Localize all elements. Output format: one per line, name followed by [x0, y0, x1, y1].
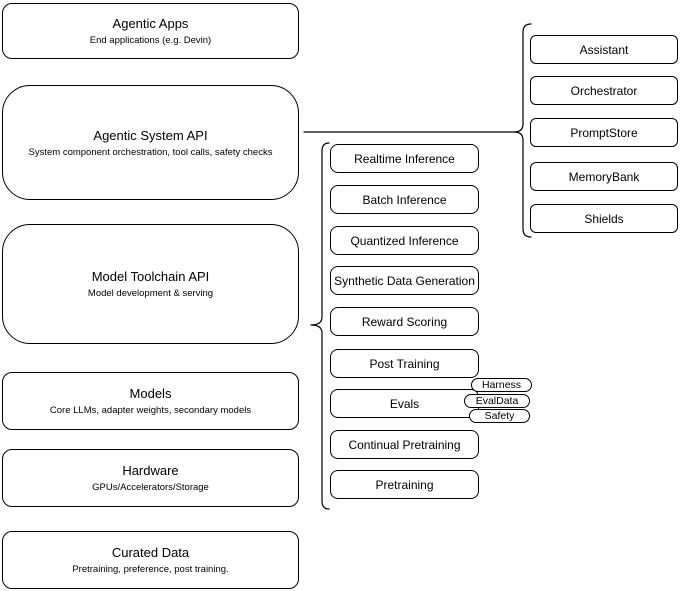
node-title: Curated Data — [111, 545, 190, 560]
tag-safety: Safety — [469, 409, 530, 423]
node-label: Batch Inference — [362, 192, 447, 207]
node-label: Assistant — [579, 42, 629, 57]
node-models: Models Core LLMs, adapter weights, secon… — [2, 372, 299, 430]
node-label: Reward Scoring — [361, 314, 448, 329]
node-title: Model Toolchain API — [91, 269, 210, 284]
tag-harness: Harness — [471, 378, 532, 392]
tag-label: Harness — [481, 379, 522, 391]
node-continual-pretraining: Continual Pretraining — [330, 430, 479, 459]
node-orchestrator: Orchestrator — [530, 76, 678, 105]
node-label: Synthetic Data Generation — [334, 273, 475, 288]
node-label: Realtime Inference — [354, 151, 455, 166]
node-promptstore: PromptStore — [530, 118, 678, 147]
node-synthetic-data-generation: Synthetic Data Generation — [330, 266, 479, 295]
system-components-brace — [513, 23, 532, 238]
node-realtime-inference: Realtime Inference — [330, 144, 479, 173]
node-reward-scoring: Reward Scoring — [330, 307, 479, 336]
node-model-toolchain-api: Model Toolchain API Model development & … — [2, 224, 299, 344]
node-label: Quantized Inference — [350, 233, 459, 248]
node-curated-data: Curated Data Pretraining, preference, po… — [2, 531, 299, 589]
node-assistant: Assistant — [530, 35, 678, 64]
node-title: Agentic System API — [93, 127, 208, 143]
node-subtitle: Pretraining, preference, post training. — [72, 564, 229, 575]
node-title: Agentic Apps — [112, 16, 189, 31]
node-evals: Evals — [330, 389, 479, 418]
node-label: Shields — [584, 211, 624, 226]
node-agentic-apps: Agentic Apps End applications (e.g. Devi… — [2, 3, 299, 59]
toolchain-brace — [310, 142, 330, 510]
tag-evaldata: EvalData — [464, 394, 530, 408]
node-label: Post Training — [369, 356, 440, 371]
node-agentic-system-api: Agentic System API System component orch… — [2, 85, 299, 200]
node-post-training: Post Training — [330, 349, 479, 378]
node-subtitle: System component orchestration, tool cal… — [28, 146, 273, 158]
node-quantized-inference: Quantized Inference — [330, 226, 479, 255]
node-label: Evals — [389, 396, 420, 411]
node-label: Continual Pretraining — [348, 437, 461, 452]
node-hardware: Hardware GPUs/Accelerators/Storage — [2, 449, 299, 507]
node-subtitle: End applications (e.g. Devin) — [89, 35, 212, 46]
node-subtitle: Model development & serving — [87, 288, 214, 299]
node-title: Hardware — [122, 463, 179, 478]
node-shields: Shields — [530, 204, 678, 233]
node-label: Orchestrator — [570, 83, 638, 98]
tag-label: EvalData — [475, 395, 519, 407]
node-subtitle: GPUs/Accelerators/Storage — [92, 482, 209, 493]
node-title: Models — [129, 386, 172, 401]
node-subtitle: Core LLMs, adapter weights, secondary mo… — [49, 405, 252, 416]
node-pretraining: Pretraining — [330, 470, 479, 499]
node-batch-inference: Batch Inference — [330, 185, 479, 214]
node-label: Pretraining — [375, 477, 434, 492]
node-memorybank: MemoryBank — [530, 162, 678, 191]
tag-label: Safety — [484, 410, 515, 422]
node-label: MemoryBank — [568, 169, 640, 184]
node-label: PromptStore — [570, 125, 638, 140]
